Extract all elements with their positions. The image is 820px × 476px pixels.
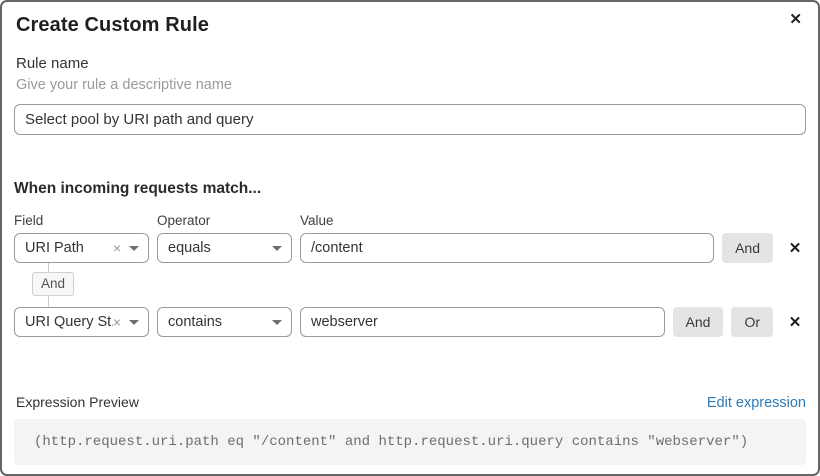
connector-and-chip: And (32, 272, 75, 296)
rule-name-label: Rule name (16, 55, 89, 72)
clear-icon[interactable]: × (112, 314, 121, 330)
field-select-value: URI Path (25, 240, 84, 256)
operator-select-value: contains (168, 314, 223, 330)
field-column-label: Field (14, 213, 44, 228)
condition-row: URI Query St... × contains And Or ✕ (14, 307, 806, 337)
field-select-value: URI Query St... (25, 314, 113, 330)
clear-icon[interactable]: × (112, 240, 121, 256)
rule-name-input[interactable] (14, 104, 806, 135)
remove-condition-icon[interactable]: ✕ (784, 313, 806, 331)
expression-preview-header: Expression Preview Edit expression (14, 394, 806, 411)
chevron-down-icon (129, 319, 139, 325)
rule-name-helper-text: Give your rule a descriptive name (16, 77, 232, 93)
operator-select[interactable]: contains (157, 307, 292, 337)
operator-select[interactable]: equals (157, 233, 292, 263)
condition-row: URI Path × equals And ✕ (14, 233, 806, 263)
add-and-condition-button[interactable]: And (672, 307, 724, 337)
field-select[interactable]: URI Path × (14, 233, 149, 263)
expression-preview-label: Expression Preview (16, 394, 139, 410)
edit-expression-link[interactable]: Edit expression (706, 395, 806, 411)
value-column-label: Value (300, 213, 334, 228)
value-input[interactable] (300, 307, 665, 337)
value-input[interactable] (300, 233, 715, 263)
connector-line (48, 263, 49, 272)
dialog-title: Create Custom Rule (16, 14, 209, 36)
chevron-down-icon (129, 245, 139, 251)
remove-condition-icon[interactable]: ✕ (784, 239, 806, 257)
chevron-down-icon (272, 245, 282, 251)
close-icon[interactable]: ✕ (785, 9, 806, 31)
connector-line (48, 296, 49, 307)
chevron-down-icon (272, 319, 282, 325)
field-select[interactable]: URI Query St... × (14, 307, 149, 337)
add-or-condition-button[interactable]: Or (731, 307, 773, 337)
operator-select-value: equals (168, 240, 211, 256)
match-section-heading: When incoming requests match... (14, 180, 262, 197)
operator-column-label: Operator (157, 213, 211, 228)
condition-connector: And (14, 263, 806, 307)
add-and-condition-button[interactable]: And (722, 233, 773, 263)
condition-column-labels: Field Operator Value (14, 213, 806, 229)
expression-preview-code: (http.request.uri.path eq "/content" and… (14, 419, 806, 465)
